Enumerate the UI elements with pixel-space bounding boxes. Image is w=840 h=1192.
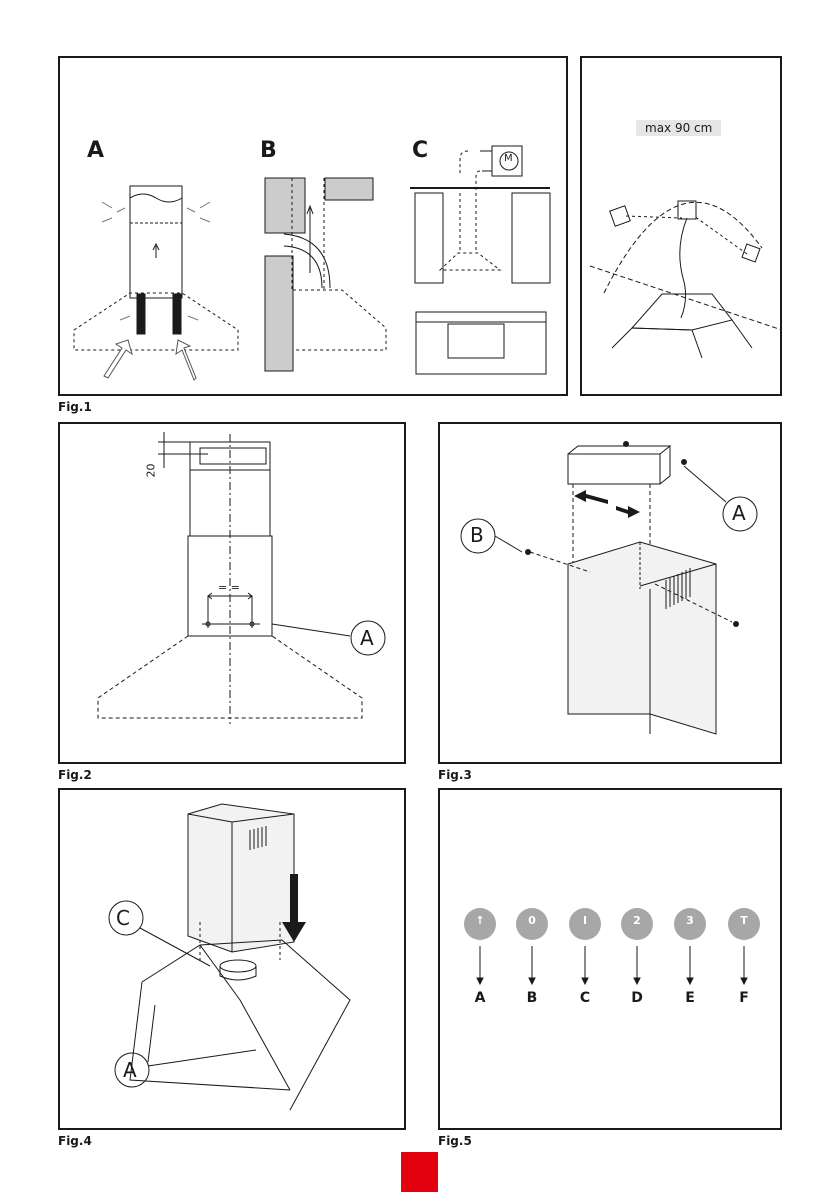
fig5-panel: ↑ 0 I 2 3 T A B C D E F	[438, 788, 782, 1130]
fig1-label-c: C	[412, 138, 428, 163]
fig3-callout-a: A	[732, 501, 746, 525]
knob-symbol-2: 2	[627, 914, 647, 927]
fig5-letter-f: F	[734, 990, 754, 1006]
equal-mark: = =	[218, 581, 240, 594]
fig4-caption: Fig.4	[58, 1134, 92, 1148]
dimension-20: 20	[145, 464, 158, 478]
fig1-cable-panel: max 90 cm	[580, 56, 782, 396]
knob-symbol-0: 0	[522, 914, 542, 927]
fig1-panel: A B C M	[58, 56, 568, 396]
fig2-caption: Fig.2	[58, 768, 92, 782]
fig5-letter-b: B	[522, 990, 542, 1006]
fig2-callout-a: A	[360, 626, 374, 650]
fig5-letter-a: A	[470, 990, 490, 1006]
fig3-drawing	[440, 424, 784, 766]
fig4-callout-a: A	[123, 1058, 137, 1082]
fig5-caption: Fig.5	[438, 1134, 472, 1148]
fig4-callout-c: C	[116, 906, 130, 930]
knob-symbol-up: ↑	[470, 914, 490, 927]
fig2-drawing	[60, 424, 408, 766]
fig5-letter-c: C	[575, 990, 595, 1006]
fig5-letter-e: E	[680, 990, 700, 1006]
fig1-label-a: A	[87, 138, 104, 163]
fig5-drawing	[440, 790, 784, 1132]
page-marker	[401, 1152, 438, 1192]
fig5-letter-d: D	[627, 990, 647, 1006]
fig1-drawing	[60, 58, 570, 398]
fig3-caption: Fig.3	[438, 768, 472, 782]
fig4-drawing	[60, 790, 408, 1132]
fig1-caption: Fig.1	[58, 400, 92, 414]
fig2-panel: 20 = = A	[58, 422, 406, 764]
knob-symbol-1: I	[575, 914, 595, 927]
fig4-panel: C A	[58, 788, 406, 1130]
knob-symbol-3: 3	[680, 914, 700, 927]
fig1-label-b: B	[260, 138, 277, 163]
fig3-callout-b: B	[470, 523, 484, 547]
fig3-panel: A B	[438, 422, 782, 764]
motor-symbol: M	[504, 153, 513, 164]
fig1-cable-drawing	[582, 58, 784, 398]
knob-symbol-t: T	[734, 914, 754, 927]
